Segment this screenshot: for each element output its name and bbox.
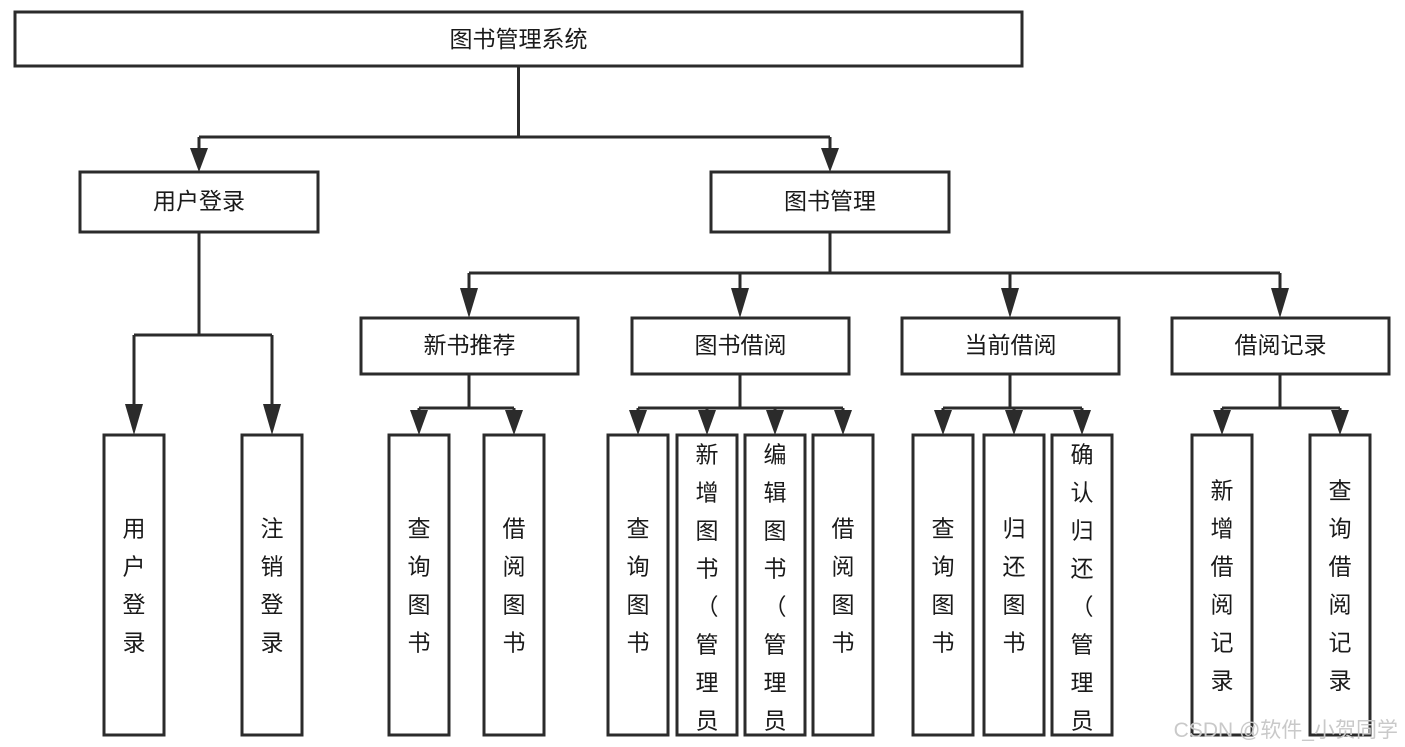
node-leaf-add-book-box[interactable] [675,433,739,737]
node-leaf-logout[interactable]: 注销登录 [240,433,304,737]
arrowhead-leaf-query-record [1331,410,1349,435]
node-user-login[interactable]: 用户登录 [78,170,320,234]
node-leaf-add-book-label: 新增图书（管理员） [696,441,719,747]
arrowhead-leaf-confirm-return [1073,410,1091,435]
node-leaf-add-record[interactable]: 新增借阅记录 [1190,433,1254,737]
node-leaf-query-book-3-label: 查询图书 [932,515,955,655]
node-leaf-add-book[interactable]: 新增图书（管理员） [675,433,739,747]
node-current-borrow-box[interactable] [900,316,1121,376]
node-user-login-label: 用户登录 [153,188,245,214]
node-leaf-confirm-return-label: 确认归还（管理员） [1071,441,1094,747]
node-book-manage-label: 图书管理 [784,188,876,214]
node-leaf-query-record[interactable]: 查询借阅记录 [1308,433,1372,737]
node-user-login-box[interactable] [78,170,320,234]
node-leaf-query-book-1-box[interactable] [387,433,451,737]
node-current-borrow-label: 当前借阅 [965,332,1057,358]
arrowhead-leaf-return-book [1005,410,1023,435]
node-leaf-logout-label: 注销登录 [261,515,284,655]
node-leaf-user-login-box[interactable] [102,433,166,737]
node-leaf-confirm-return-box[interactable] [1050,433,1114,737]
node-leaf-return-book[interactable]: 归还图书 [982,433,1046,737]
arrowhead-leaf-borrow-book-1 [505,410,523,435]
node-book-borrow-label: 图书借阅 [695,332,787,358]
arrowhead-leaf-borrow-book-2 [834,410,852,435]
node-leaf-query-book-1[interactable]: 查询图书 [387,433,451,737]
arrowhead-current-borrow [1001,288,1019,318]
leaf-layer: 用户登录 注销登录 查询图书 借阅图书 查询图书 新增图书（管理员） 编辑图书（… [102,433,1372,747]
node-leaf-query-book-3-box[interactable] [911,433,975,737]
node-leaf-return-book-box[interactable] [982,433,1046,737]
node-leaf-borrow-book-2-box[interactable] [811,433,875,737]
node-borrow-record[interactable]: 借阅记录 [1170,316,1391,376]
node-book-manage[interactable]: 图书管理 [709,170,951,234]
node-leaf-query-record-label: 查询借阅记录 [1329,477,1352,693]
node-root[interactable]: 图书管理系统 [13,10,1024,68]
node-current-borrow[interactable]: 当前借阅 [900,316,1121,376]
arrowhead-borrow-record [1271,288,1289,318]
node-leaf-borrow-book-1[interactable]: 借阅图书 [482,433,546,737]
arrowhead-leaf-add-book [698,410,716,435]
node-leaf-query-record-box[interactable] [1308,433,1372,737]
node-leaf-query-book-1-label: 查询图书 [408,515,431,655]
node-leaf-edit-book-box[interactable] [743,433,807,737]
node-new-book-recommend-label: 新书推荐 [424,332,516,358]
node-book-manage-box[interactable] [709,170,951,234]
node-new-book-recommend-box[interactable] [359,316,580,376]
node-borrow-record-box[interactable] [1170,316,1391,376]
arrowhead-leaf-user-login [125,404,143,435]
node-leaf-borrow-book-1-box[interactable] [482,433,546,737]
node-leaf-borrow-book-2[interactable]: 借阅图书 [811,433,875,737]
arrowhead-leaf-query-book-2 [629,410,647,435]
node-leaf-user-login-label: 用户登录 [123,515,146,655]
node-book-borrow[interactable]: 图书借阅 [630,316,851,376]
csdn-watermark: CSDN @软件_小贺同学 [1174,719,1398,742]
node-root-box[interactable] [13,10,1024,68]
node-new-book-recommend[interactable]: 新书推荐 [359,316,580,376]
node-leaf-borrow-book-2-label: 借阅图书 [832,515,855,655]
node-leaf-query-book-2-box[interactable] [606,433,670,737]
arrowhead-leaf-query-book-3 [934,410,952,435]
node-leaf-edit-book-label: 编辑图书（管理员） [764,441,787,747]
node-leaf-return-book-label: 归还图书 [1003,515,1026,655]
node-leaf-add-record-label: 新增借阅记录 [1211,477,1234,693]
arrowhead-user-login [190,148,208,172]
node-leaf-borrow-book-1-label: 借阅图书 [503,515,526,655]
arrowhead-leaf-add-record [1213,410,1231,435]
connector-layer [125,66,1349,435]
arrowhead-leaf-logout [263,404,281,435]
node-leaf-user-login[interactable]: 用户登录 [102,433,166,737]
node-leaf-query-book-3[interactable]: 查询图书 [911,433,975,737]
arrowhead-book-borrow [731,288,749,318]
arrowhead-leaf-query-book-1 [410,410,428,435]
node-book-borrow-box[interactable] [630,316,851,376]
node-leaf-query-book-2-label: 查询图书 [627,515,650,655]
node-leaf-query-book-2[interactable]: 查询图书 [606,433,670,737]
arrowhead-leaf-edit-book [766,410,784,435]
node-leaf-edit-book[interactable]: 编辑图书（管理员） [743,433,807,747]
node-borrow-record-label: 借阅记录 [1235,332,1327,358]
arrowhead-book-manage [821,148,839,172]
node-leaf-add-record-box[interactable] [1190,433,1254,737]
arrowhead-new-book-recommend [460,288,478,318]
node-root-label: 图书管理系统 [450,26,588,52]
node-leaf-confirm-return[interactable]: 确认归还（管理员） [1050,433,1114,747]
node-leaf-logout-box[interactable] [240,433,304,737]
